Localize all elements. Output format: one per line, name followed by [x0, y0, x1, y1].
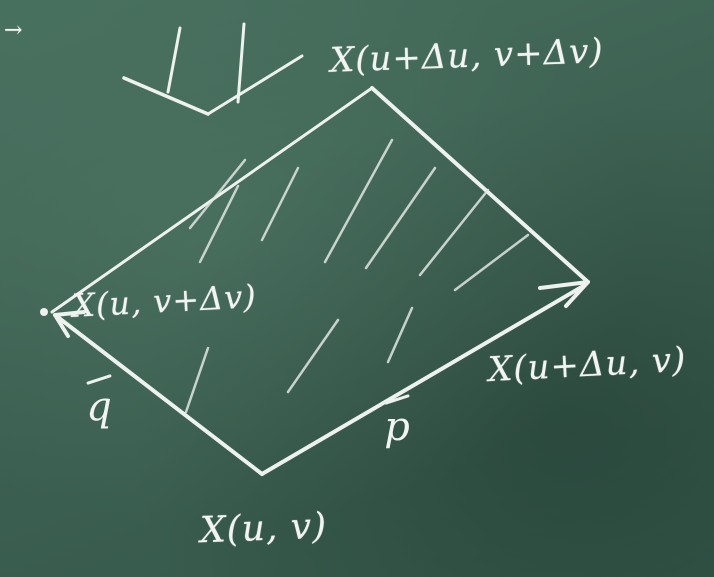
- corner-dot: [40, 308, 48, 316]
- edge-top-right: [370, 86, 590, 284]
- edge-q: [53, 313, 264, 476]
- arrowhead-p: [538, 280, 590, 308]
- corner-label-bottom: X(u, v): [199, 505, 328, 552]
- vector-q-label: q: [86, 374, 112, 430]
- erased-marks: [122, 22, 304, 116]
- shading-hatch: [184, 138, 530, 414]
- edge-p: [260, 283, 587, 476]
- arrowhead-q: [53, 310, 86, 338]
- vector-p-label: p: [384, 394, 410, 450]
- vector-p-letter: p: [384, 404, 410, 450]
- margin-arrow: →: [4, 18, 24, 43]
- vector-q-letter: q: [86, 384, 112, 430]
